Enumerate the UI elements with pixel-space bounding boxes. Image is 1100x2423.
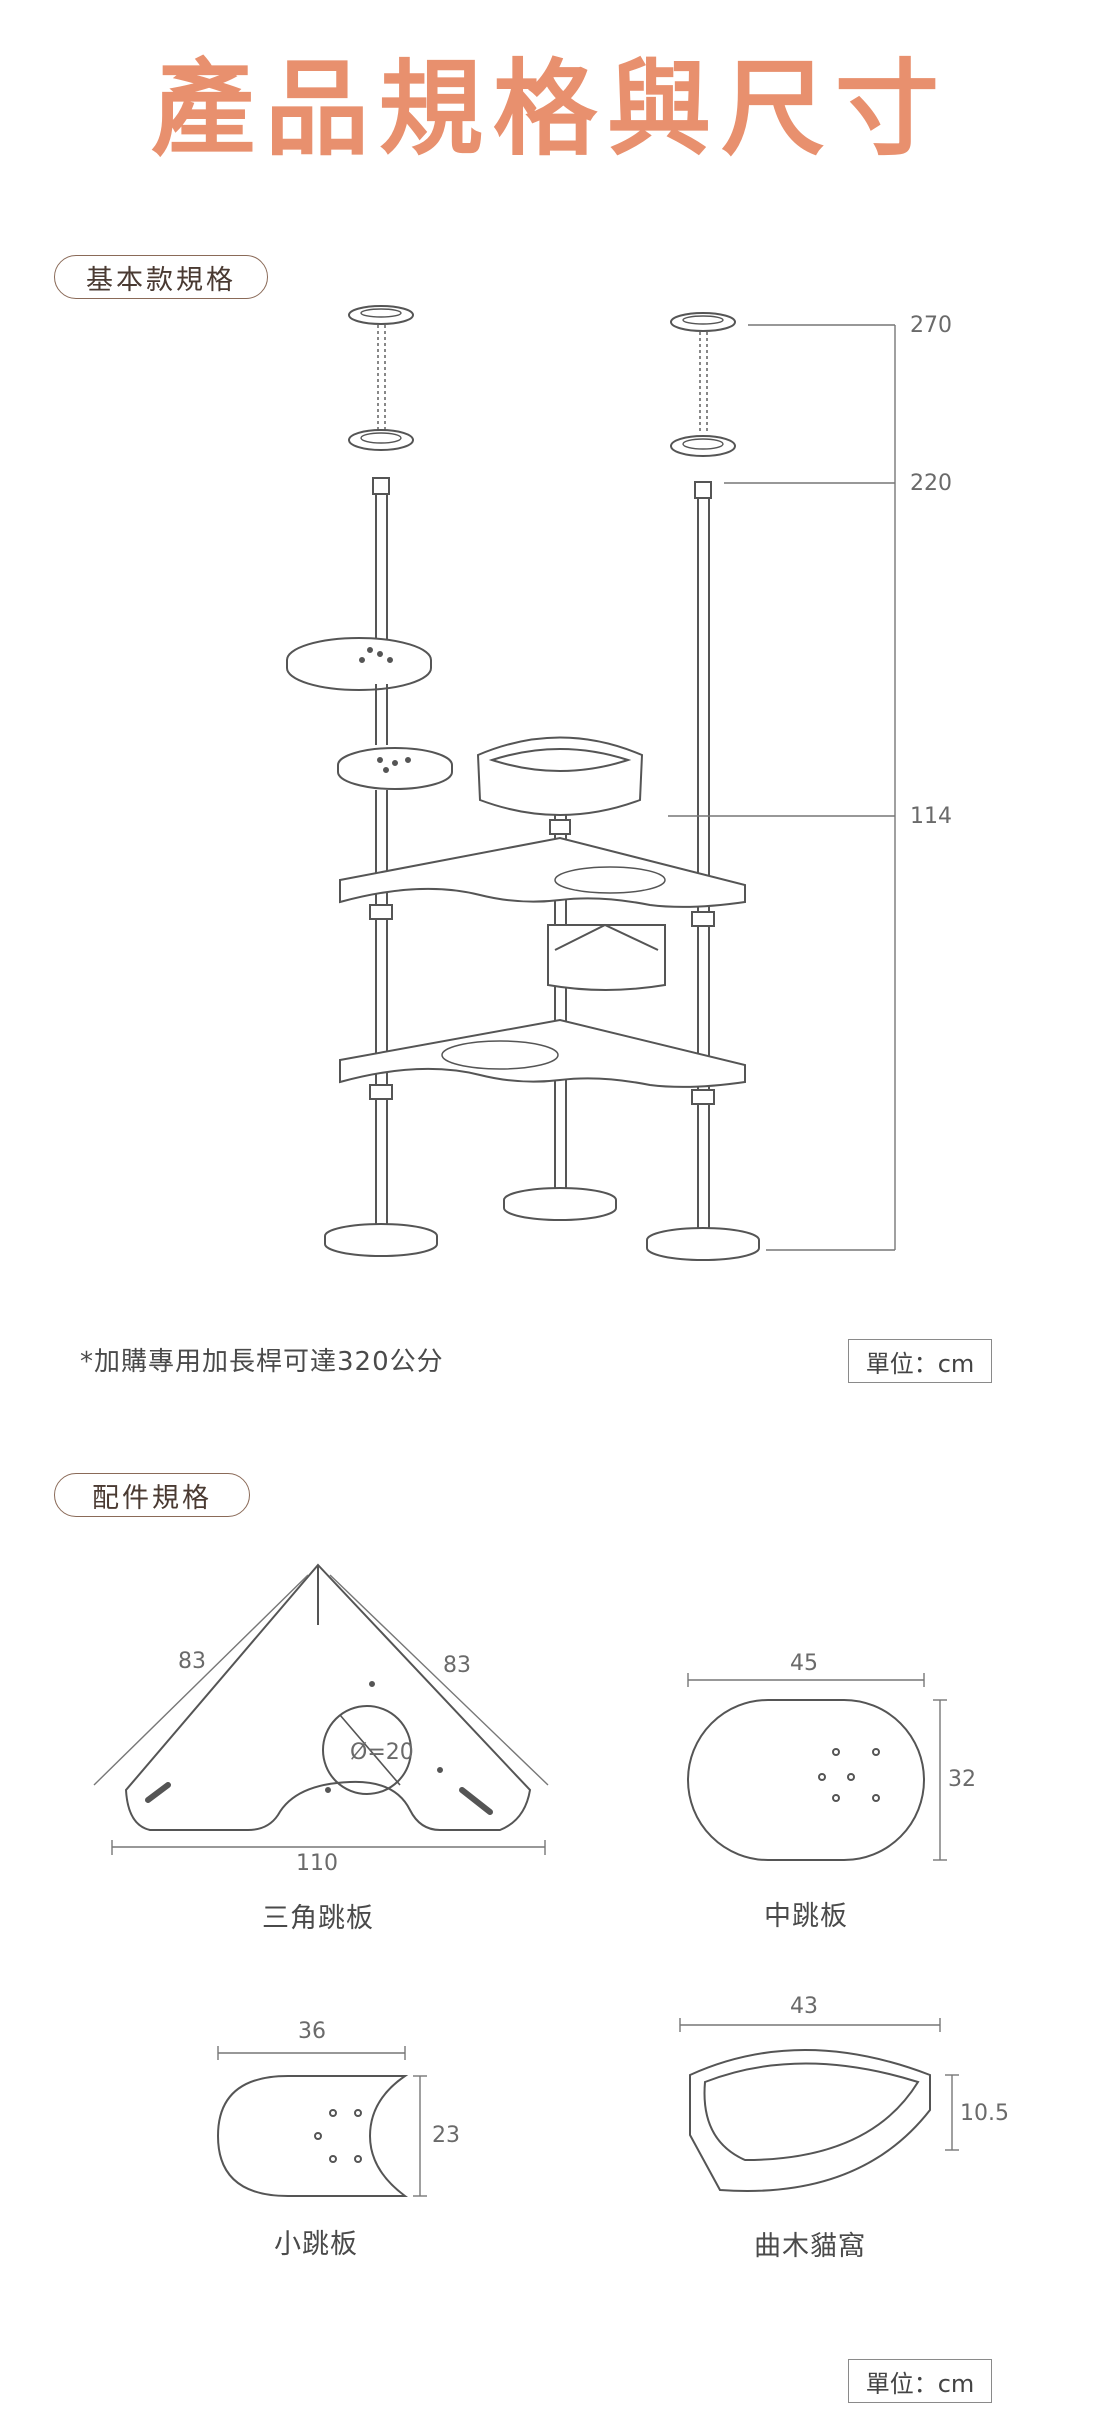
center-support	[476, 736, 644, 1221]
medium-height: 32	[948, 1767, 976, 1792]
triangle-side-right: 83	[443, 1653, 471, 1678]
accessory-spec-label: 配件規格	[54, 1473, 250, 1517]
bed-accessory	[689, 2049, 931, 2192]
small-board	[216, 2075, 409, 2197]
small-caption: 小跳板	[274, 2229, 358, 2260]
height-guides	[668, 324, 896, 1251]
height-270: 270	[910, 313, 952, 338]
left-pole	[286, 305, 453, 1257]
triangle-caption: 三角跳板	[262, 1903, 374, 1934]
right-pole	[646, 312, 760, 1261]
height-220: 220	[910, 471, 952, 496]
medium-board	[687, 1699, 925, 1861]
medium-caption: 中跳板	[764, 1901, 848, 1932]
bed-caption: 曲木貓窩	[754, 2231, 866, 2262]
bed-width: 43	[790, 1994, 818, 2019]
triangle-width: 110	[296, 1851, 338, 1876]
small-width: 36	[298, 2019, 326, 2044]
dimension-lines	[93, 1574, 959, 2197]
unit-label-basic: 單位：cm	[848, 1339, 992, 1383]
small-height: 23	[432, 2123, 460, 2148]
hammock	[547, 924, 666, 991]
extension-note: *加購專用加長桿可達320公分	[80, 1347, 444, 1377]
lower-triangle-platform	[339, 1018, 746, 1088]
upper-triangle-platform	[339, 836, 746, 908]
unit-label-accessories: 單位：cm	[848, 2359, 992, 2403]
basic-spec-label: 基本款規格	[54, 255, 268, 299]
triangle-board	[124, 1563, 532, 1831]
height-114: 114	[910, 804, 952, 829]
medium-width: 45	[790, 1651, 818, 1676]
triangle-hole: Ø=20	[350, 1740, 414, 1765]
triangle-side-left: 83	[178, 1649, 206, 1674]
bed-height: 10.5	[960, 2101, 1009, 2126]
page-title: 產品規格與尺寸	[150, 48, 949, 170]
